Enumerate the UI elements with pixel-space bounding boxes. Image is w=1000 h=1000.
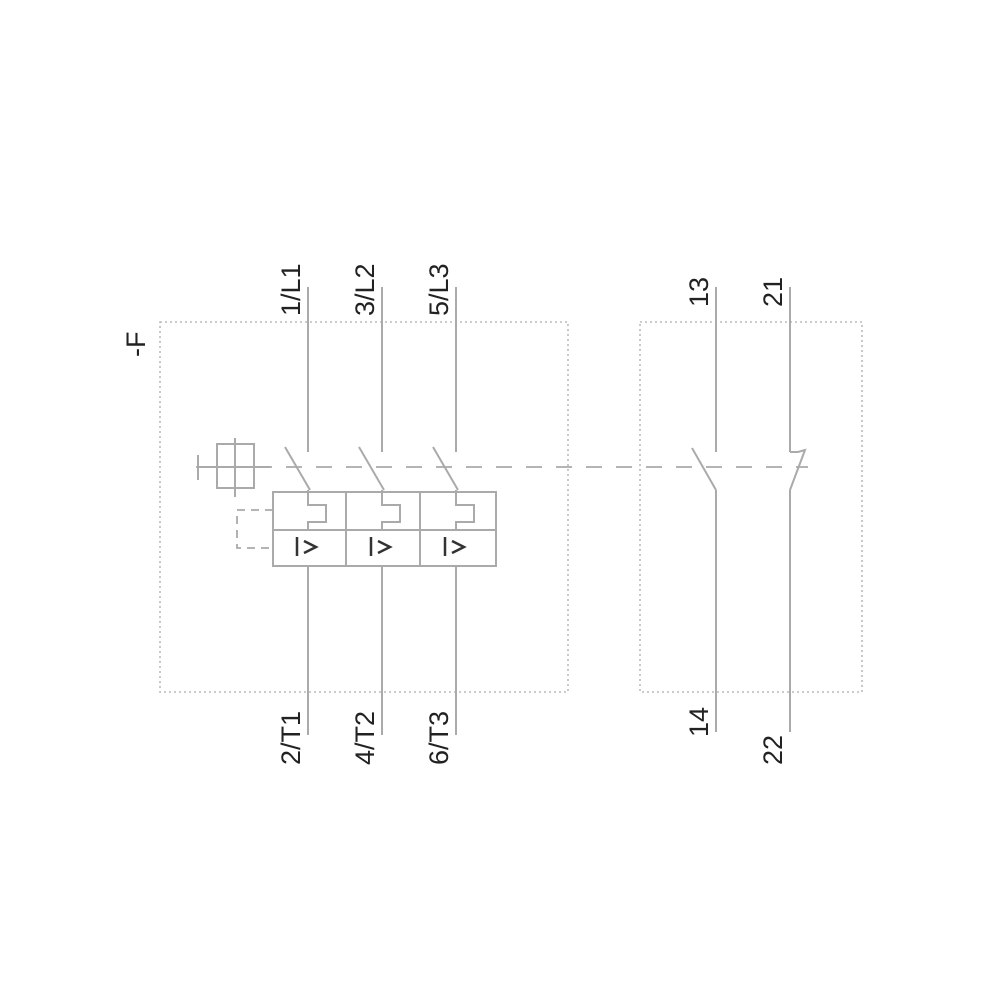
device-label: -F [121, 332, 151, 357]
terminal-14: 14 [684, 707, 714, 737]
switch-contact [358, 446, 385, 491]
overcurrent-symbol [377, 539, 393, 555]
main-enclosure-box [159, 321, 569, 693]
terminal-bottom: 6/T3 [424, 711, 454, 765]
terminal-bottom: 4/T2 [350, 711, 380, 765]
terminal-top: 1/L1 [276, 263, 306, 316]
nc-contact-21-22: 21 22 [758, 277, 807, 765]
terminal-top: 5/L3 [424, 263, 454, 316]
terminal-22: 22 [758, 735, 788, 765]
manual-reset-symbol [197, 438, 273, 549]
terminal-bottom: 2/T1 [276, 711, 306, 765]
overcurrent-symbol [303, 539, 319, 555]
thermal-element [455, 490, 475, 530]
thermal-element [307, 490, 327, 530]
terminal-13: 13 [684, 277, 714, 307]
no-contact-13-14: 13 14 [684, 277, 717, 737]
main-pole-1: 1/L1 2/T1 [276, 263, 327, 765]
module-box [272, 491, 497, 567]
thermal-element [381, 490, 401, 530]
terminal-21: 21 [758, 277, 788, 307]
switch-contact [284, 446, 311, 491]
overcurrent-symbol [451, 539, 467, 555]
terminal-top: 3/L2 [350, 263, 380, 316]
switch-contact [432, 446, 459, 491]
main-pole-3: 5/L3 6/T3 [424, 263, 475, 765]
main-pole-2: 3/L2 4/T2 [350, 263, 401, 765]
aux-enclosure-box [639, 321, 863, 693]
